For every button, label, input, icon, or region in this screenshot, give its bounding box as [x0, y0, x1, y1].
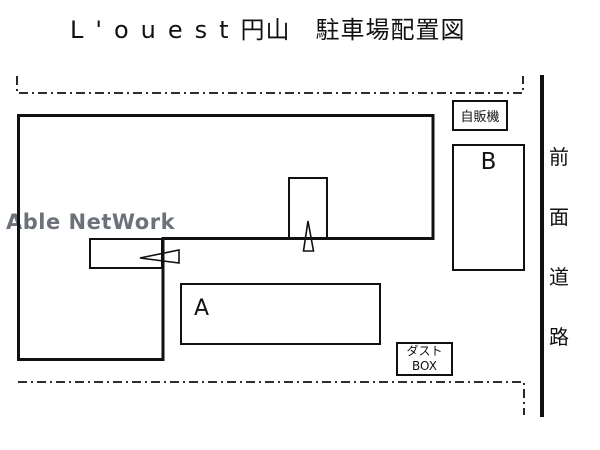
parking-space-b-label: B: [480, 149, 497, 175]
front-road-char-2: 面: [549, 205, 569, 229]
vending-machine-box: 自販機: [452, 100, 508, 131]
front-road-char-1: 前: [549, 145, 569, 169]
page-title: L'ouest円山 駐車場配置図: [70, 10, 466, 45]
parking-space-a-label: A: [194, 296, 210, 321]
dust-box-label-line2: BOX: [412, 359, 437, 373]
front-road-char-4: 路: [549, 325, 569, 349]
boundary-line-bottom: [18, 381, 525, 415]
watermark-able-network: Able NetWork: [6, 210, 176, 234]
vending-machine-label: 自販機: [460, 110, 500, 125]
dust-box: ダスト BOX: [396, 342, 453, 376]
small-structure-center: [288, 177, 328, 239]
dust-box-label-line1: ダスト: [406, 344, 443, 358]
parking-space-a: A: [180, 283, 381, 345]
boundary-line-top: [16, 76, 524, 94]
title-diagram-name: 円山 駐車場配置図: [240, 16, 466, 44]
front-road-char-3: 道: [549, 265, 569, 289]
title-building-name: L'ouest: [70, 16, 241, 44]
parking-space-b: B: [452, 144, 525, 271]
front-road-label: 前 面 道 路: [546, 147, 572, 347]
small-structure-left: [89, 238, 163, 269]
